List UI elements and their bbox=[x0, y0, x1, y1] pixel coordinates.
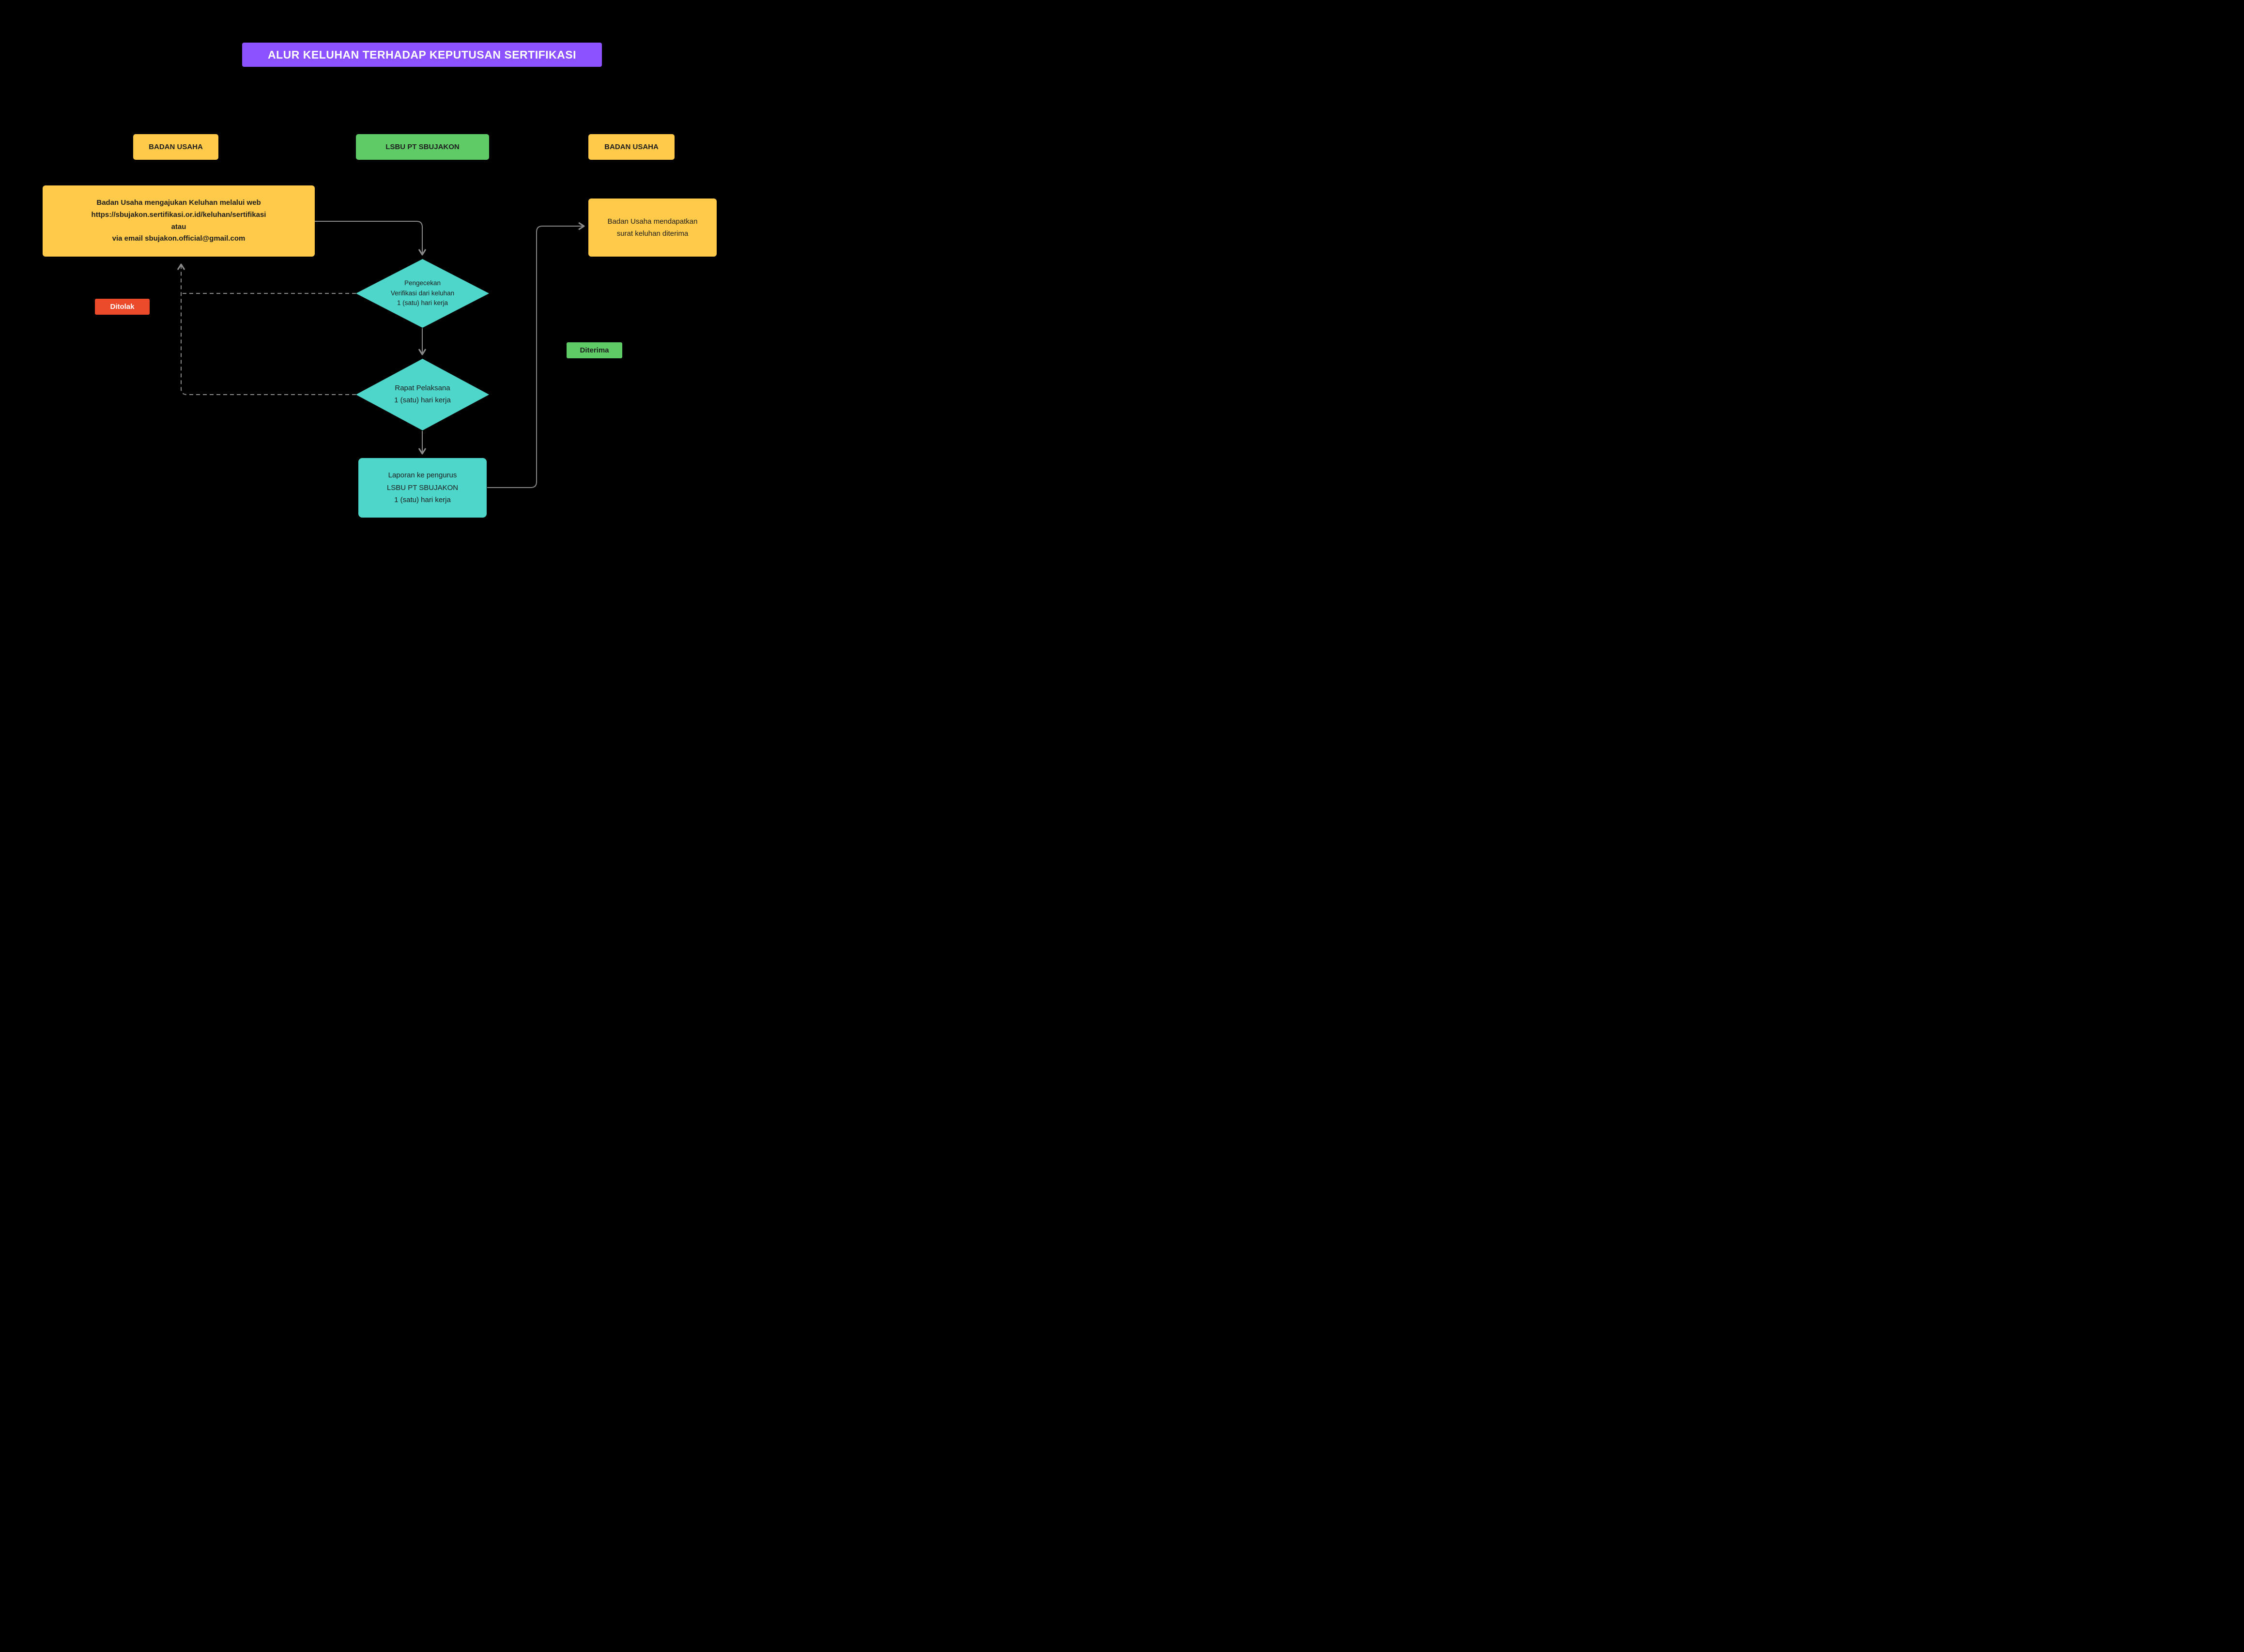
lane-header-badan-usaha-right: BADAN USAHA bbox=[588, 134, 675, 160]
lane-header-lsbu-pt-sbujakon: LSBU PT SBUJAKON bbox=[356, 134, 489, 160]
node-complaint-received: Badan Usaha mendapatkan surat keluhan di… bbox=[588, 199, 717, 257]
diagram-title: ALUR KELUHAN TERHADAP KEPUTUSAN SERTIFIK… bbox=[242, 43, 602, 67]
edge-meeting-rejected bbox=[177, 263, 356, 395]
node-executive-meeting-label: Rapat Pelaksana 1 (satu) hari kerja bbox=[394, 384, 451, 404]
node-verification-check: Pengecekan Verifikasi dari keluhan 1 (sa… bbox=[356, 259, 489, 328]
flowchart-canvas: ALUR KELUHAN TERHADAP KEPUTUSAN SERTIFIK… bbox=[0, 0, 748, 551]
node-submit-complaint: Badan Usaha mengajukan Keluhan melalui w… bbox=[43, 185, 315, 257]
node-executive-meeting: Rapat Pelaksana 1 (satu) hari kerja bbox=[356, 359, 489, 430]
edge-label-accepted: Diterima bbox=[567, 342, 622, 358]
edge-label-rejected: Ditolak bbox=[95, 299, 150, 315]
node-verification-check-label: Pengecekan Verifikasi dari keluhan 1 (sa… bbox=[390, 279, 455, 307]
lane-header-badan-usaha-left: BADAN USAHA bbox=[133, 134, 218, 160]
node-report-to-board: Laporan ke pengurus LSBU PT SBUJAKON 1 (… bbox=[358, 458, 487, 518]
edge-submit-to-check bbox=[315, 221, 426, 256]
